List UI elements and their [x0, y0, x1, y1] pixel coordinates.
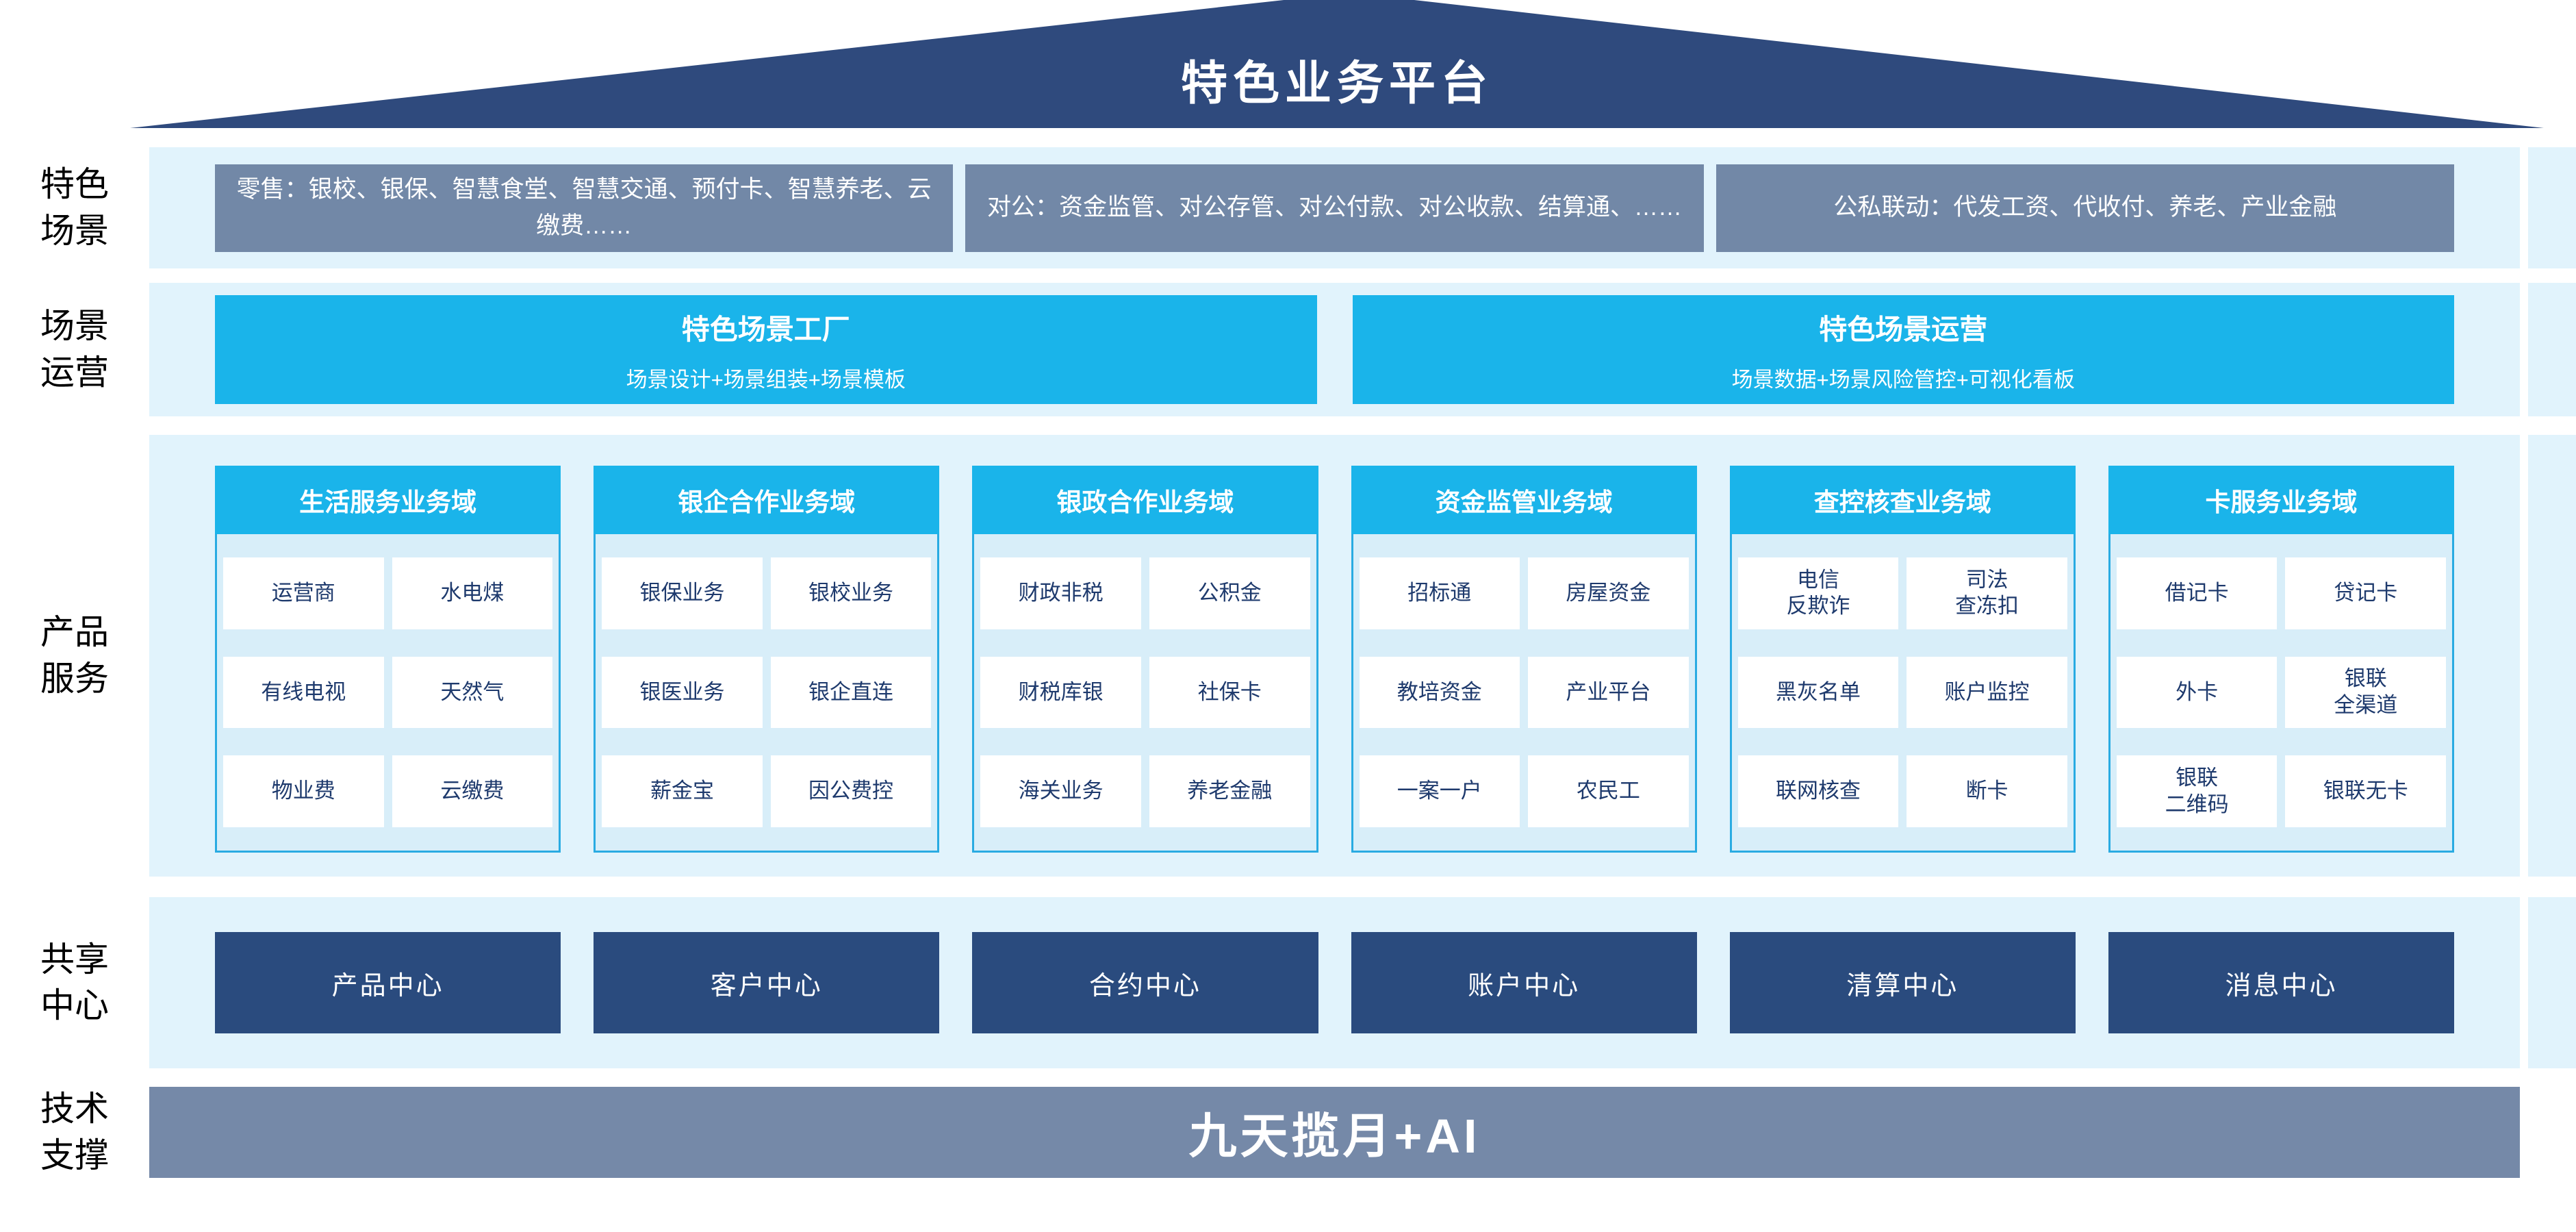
product-column-body: 招标通 房屋资金 教培资金 产业平台 一案一户 农民工 [1351, 534, 1697, 853]
tech-support-bar: 九天揽月+AI [149, 1087, 2520, 1178]
scene-band: 零售：银校、银保、智慧食堂、智慧交通、预付卡、智慧养老、云缴费…… 对公：资金监… [149, 147, 2520, 268]
product-cell: 运营商 [223, 557, 384, 629]
product-cell: 银联无卡 [2285, 755, 2447, 827]
band-edge-sliver [2528, 435, 2576, 877]
band-edge-sliver [2528, 283, 2576, 416]
product-column-body: 借记卡 贷记卡 外卡 银联 全渠道 银联 二维码 银联无卡 [2108, 534, 2455, 853]
ops-box-subtitle: 场景数据+场景风险管控+可视化看板 [1731, 368, 2075, 392]
product-cell: 房屋资金 [1528, 557, 1689, 629]
center-box-product: 产品中心 [215, 932, 561, 1033]
product-column-body: 电信 反欺诈 司法 查冻扣 黑灰名单 账户监控 联网核查 断卡 [1729, 534, 2076, 853]
roof-banner: 特色业务平台 [130, 0, 2544, 128]
product-cell: 银企直连 [770, 656, 932, 729]
product-column-body: 财政非税 公积金 财税库银 社保卡 海关业务 养老金融 [972, 534, 1318, 853]
row-label-products: 产品 服务 [40, 613, 109, 698]
product-cell: 云缴费 [392, 755, 553, 827]
product-cell: 财税库银 [980, 656, 1141, 729]
page-title: 特色业务平台 [1180, 58, 1493, 110]
scene-box-corporate: 对公：资金监管、对公存管、对公付款、对公收款、结算通、…… [965, 164, 1704, 252]
product-cell: 银校业务 [770, 557, 932, 629]
product-column-header: 资金监管业务域 [1351, 466, 1697, 534]
product-column-header: 查控核查业务域 [1729, 466, 2076, 534]
ops-box-title: 特色场景工厂 [681, 314, 850, 345]
product-column-bank-enterprise: 银企合作业务域 银保业务 银校业务 银医业务 银企直连 薪金宝 因公费控 [594, 466, 940, 853]
ops-box-title: 特色场景运营 [1819, 314, 1988, 345]
product-cell: 贷记卡 [2285, 557, 2447, 629]
product-cell: 因公费控 [770, 755, 932, 827]
row-label-scene: 特色 场景 [40, 165, 109, 250]
product-cell: 海关业务 [980, 755, 1141, 827]
product-column-header: 卡服务业务域 [2108, 466, 2455, 534]
row-label-tech: 技术 支撑 [40, 1090, 109, 1174]
product-cell: 水电煤 [392, 557, 553, 629]
product-cell: 物业费 [223, 755, 384, 827]
product-column-card-services: 卡服务业务域 借记卡 贷记卡 外卡 银联 全渠道 银联 二维码 银联无卡 [2108, 466, 2455, 853]
product-cell: 养老金融 [1149, 755, 1310, 827]
product-cell: 断卡 [1907, 755, 2067, 827]
product-column-body: 运营商 水电煤 有线电视 天然气 物业费 云缴费 [215, 534, 561, 853]
product-cell: 外卡 [2116, 656, 2278, 729]
center-box-customer: 客户中心 [594, 932, 940, 1033]
product-cell: 招标通 [1359, 557, 1520, 629]
product-cell: 银联 二维码 [2116, 755, 2278, 827]
product-cell: 产业平台 [1528, 656, 1689, 729]
product-cell: 天然气 [392, 656, 553, 729]
band-edge-sliver [2528, 897, 2576, 1068]
product-cell: 黑灰名单 [1737, 656, 1899, 729]
center-box-account: 账户中心 [1351, 932, 1697, 1033]
scene-box-public-private: 公私联动：代发工资、代收付、养老、产业金融 [1716, 164, 2454, 252]
product-cell: 银联 全渠道 [2285, 656, 2447, 729]
center-box-contract: 合约中心 [972, 932, 1318, 1033]
product-cell: 公积金 [1149, 557, 1310, 629]
product-cell: 社保卡 [1149, 656, 1310, 729]
product-column-inquiry-control: 查控核查业务域 电信 反欺诈 司法 查冻扣 黑灰名单 账户监控 联网核查 断卡 [1729, 466, 2076, 853]
product-cell: 账户监控 [1907, 656, 2067, 729]
product-cell: 有线电视 [223, 656, 384, 729]
center-box-message: 消息中心 [2108, 932, 2455, 1033]
product-column-header: 银政合作业务域 [972, 466, 1318, 534]
product-cell: 教培资金 [1359, 656, 1520, 729]
product-column-fund-supervision: 资金监管业务域 招标通 房屋资金 教培资金 产业平台 一案一户 农民工 [1351, 466, 1697, 853]
product-cell: 薪金宝 [602, 755, 763, 827]
product-column-body: 银保业务 银校业务 银医业务 银企直连 薪金宝 因公费控 [594, 534, 940, 853]
product-cell: 联网核查 [1737, 755, 1899, 827]
ops-box-scene-operation: 特色场景运营 场景数据+场景风险管控+可视化看板 [1352, 295, 2454, 404]
row-label-ops: 场景 运营 [40, 307, 109, 392]
centers-band: 产品中心 客户中心 合约中心 账户中心 清算中心 消息中心 [149, 897, 2520, 1068]
product-cell: 农民工 [1528, 755, 1689, 827]
row-label-centers: 共享 中心 [40, 940, 109, 1025]
ops-band: 特色场景工厂 场景设计+场景组装+场景模板 特色场景运营 场景数据+场景风险管控… [149, 283, 2520, 416]
scene-box-retail: 零售：银校、银保、智慧食堂、智慧交通、预付卡、智慧养老、云缴费…… [215, 164, 954, 252]
product-column-header: 银企合作业务域 [594, 466, 940, 534]
center-box-clearing: 清算中心 [1729, 932, 2076, 1033]
product-cell: 财政非税 [980, 557, 1141, 629]
products-band: 生活服务业务域 运营商 水电煤 有线电视 天然气 物业费 云缴费 银企合作业务域… [149, 435, 2520, 877]
product-column-life-services: 生活服务业务域 运营商 水电煤 有线电视 天然气 物业费 云缴费 [215, 466, 561, 853]
product-cell: 电信 反欺诈 [1737, 557, 1899, 629]
product-cell: 银医业务 [602, 656, 763, 729]
ops-box-scene-factory: 特色场景工厂 场景设计+场景组装+场景模板 [215, 295, 1317, 404]
product-column-bank-government: 银政合作业务域 财政非税 公积金 财税库银 社保卡 海关业务 养老金融 [972, 466, 1318, 853]
product-cell: 司法 查冻扣 [1907, 557, 2067, 629]
ops-box-subtitle: 场景设计+场景组装+场景模板 [626, 368, 906, 392]
product-cell: 借记卡 [2116, 557, 2278, 629]
product-cell: 银保业务 [602, 557, 763, 629]
product-cell: 一案一户 [1359, 755, 1520, 827]
band-edge-sliver [2528, 147, 2576, 268]
product-column-header: 生活服务业务域 [215, 466, 561, 534]
